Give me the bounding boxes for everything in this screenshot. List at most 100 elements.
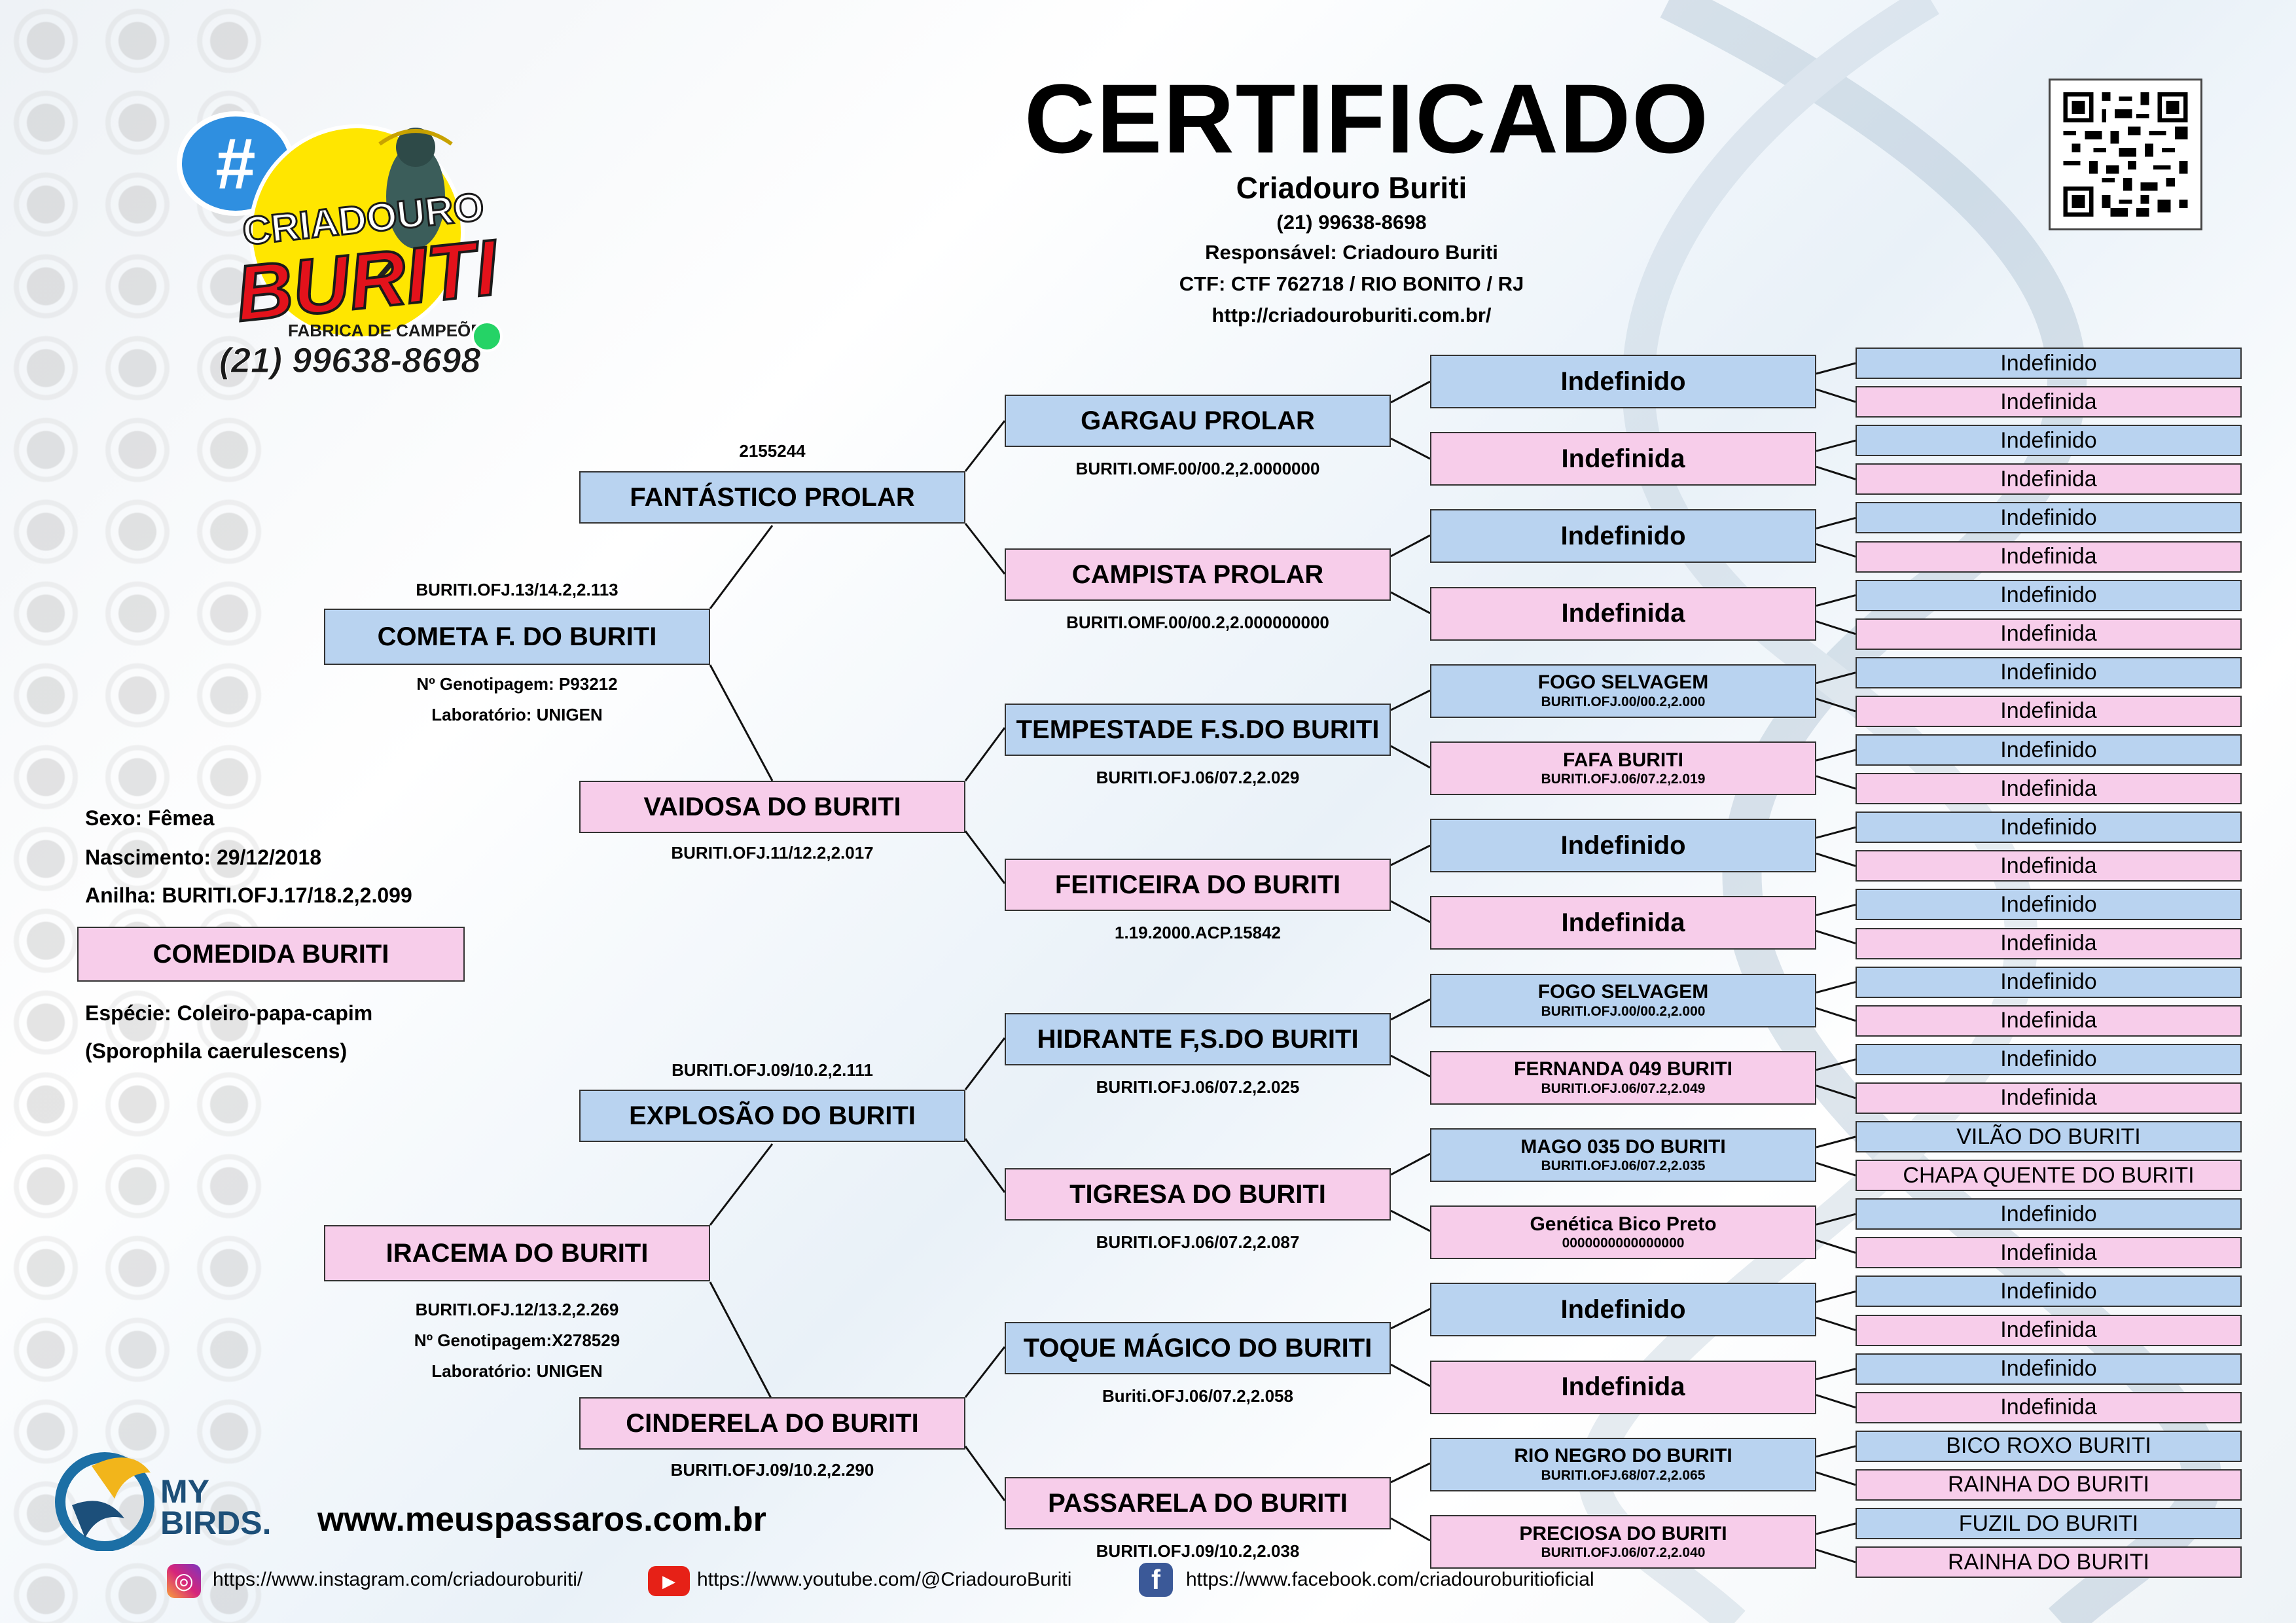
bird-species: Espécie: Coleiro-papa-capim <box>85 1001 373 1025</box>
gen3-ring-5: BURITI.OFJ.06/07.2,2.025 <box>1096 1077 1300 1097</box>
maternal-grandfather-ring: BURITI.OFJ.09/10.2,2.111 <box>672 1060 873 1080</box>
gen5-box-10: Indefinida <box>1856 695 2242 727</box>
gen4-name-2: Indefinida <box>1561 444 1685 473</box>
connector-line <box>1816 1394 1856 1409</box>
gen4-box-7: Indefinido <box>1430 819 1816 873</box>
gen3-ring-1: BURITI.OMF.00/00.2,2.0000000 <box>1075 459 1320 478</box>
connector-line <box>1816 594 1856 607</box>
gen4-ring-16: BURITI.OFJ.06/07.2,2.040 <box>1541 1545 1706 1561</box>
gen3-ring-4: 1.19.2000.ACP.15842 <box>1115 923 1281 942</box>
gen4-name-10: FERNANDA 049 BURITI <box>1514 1058 1732 1080</box>
gen4-name-14: Indefinida <box>1561 1372 1685 1402</box>
breeder-responsible: Responsável: Criadouro Buriti <box>1205 241 1498 264</box>
gen3-box-5: HIDRANTE F,S.DO BURITI <box>1005 1013 1391 1065</box>
connector-line <box>1816 981 1856 994</box>
youtube-link[interactable]: https://www.youtube.com/@CriadouroBuriti <box>697 1569 1072 1590</box>
gen4-ring-5: BURITI.OFJ.00/00.2,2.000 <box>1541 694 1706 709</box>
gen4-box-1: Indefinido <box>1430 355 1816 408</box>
gen5-box-11: Indefinido <box>1856 734 2242 766</box>
gen4-name-6: FAFA BURITI <box>1563 749 1683 771</box>
gen3-box-3: TEMPESTADE F.S.DO BURITI <box>1005 704 1391 756</box>
instagram-link[interactable]: https://www.instagram.com/criadouroburit… <box>213 1569 583 1590</box>
breeder-url[interactable]: http://criadouroburiti.com.br/ <box>1211 304 1492 327</box>
connector-line <box>1816 362 1856 375</box>
gen4-box-8: Indefinida <box>1430 896 1816 950</box>
gen5-box-31: FUZIL DO BURITI <box>1856 1508 2242 1539</box>
subject-bird-box: COMEDIDA BURITI <box>77 927 465 982</box>
paternal-grandmother-box: VAIDOSA DO BURITI <box>579 781 965 833</box>
gen4-box-3: Indefinido <box>1430 509 1816 563</box>
father-box: COMETA F. DO BURITI <box>324 609 710 665</box>
gen5-box-17: Indefinido <box>1856 966 2242 998</box>
gen5-box-26: Indefinida <box>1856 1314 2242 1346</box>
logo-tagline: FABRICA DE CAMPEÕES <box>288 321 493 340</box>
gen5-box-27: Indefinido <box>1856 1353 2242 1385</box>
gen5-box-1: Indefinido <box>1856 348 2242 379</box>
gen5-box-28: Indefinida <box>1856 1391 2242 1423</box>
gen5-box-7: Indefinido <box>1856 579 2242 611</box>
certificate-title: CERTIFICADO <box>1024 63 1710 173</box>
mother-lab: Laboratório: UNIGEN <box>431 1361 603 1381</box>
youtube-icon[interactable]: ▶ <box>648 1566 690 1596</box>
breeder-logo: # CRIADOURO BURITI FABRICA DE CAMPEÕES (… <box>164 98 530 399</box>
maternal-grandmother-box: CINDERELA DO BURITI <box>579 1397 965 1450</box>
mother-box: IRACEMA DO BURITI <box>324 1225 710 1281</box>
connector-line <box>1816 1316 1856 1331</box>
connector-line <box>1816 516 1856 529</box>
connector-line <box>1816 388 1856 403</box>
gen5-box-24: Indefinida <box>1856 1237 2242 1269</box>
gen5-box-6: Indefinida <box>1856 541 2242 573</box>
bird-ring: Anilha: BURITI.OFJ.17/18.2,2.099 <box>85 883 412 907</box>
facebook-icon[interactable]: f <box>1139 1563 1173 1597</box>
father-genotyping: Nº Genotipagem: P93212 <box>416 674 618 694</box>
gen5-box-29: BICO ROXO BURITI <box>1856 1430 2242 1462</box>
facebook-link[interactable]: https://www.facebook.com/criadouroburiti… <box>1186 1569 1594 1590</box>
connector-line <box>1816 1213 1856 1226</box>
gen5-box-23: Indefinido <box>1856 1198 2242 1230</box>
gen3-ring-7: Buriti.OFJ.06/07.2,2.058 <box>1102 1386 1293 1406</box>
gen4-name-11: MAGO 035 DO BURITI <box>1520 1135 1726 1158</box>
mybirds-site-link[interactable]: www.meuspassaros.com.br <box>317 1501 766 1539</box>
breeder-name: Criadouro Buriti <box>1236 171 1467 205</box>
gen4-name-1: Indefinido <box>1560 366 1686 396</box>
connector-line <box>1816 1058 1856 1071</box>
gen4-name-12: Genética Bico Preto <box>1530 1213 1717 1235</box>
qr-code[interactable] <box>2049 79 2202 230</box>
bird-birth-date: Nascimento: 29/12/2018 <box>85 846 322 869</box>
paternal-grandfather-ring: 2155244 <box>739 441 806 461</box>
connector-line <box>1816 1084 1856 1099</box>
maternal-grandfather-box: EXPLOSÃO DO BURITI <box>579 1090 965 1142</box>
gen5-box-5: Indefinido <box>1856 502 2242 534</box>
connector-line <box>1816 543 1856 558</box>
gen3-box-2: CAMPISTA PROLAR <box>1005 548 1391 601</box>
gen3-box-7: TOQUE MÁGICO DO BURITI <box>1005 1322 1391 1374</box>
gen4-name-15: RIO NEGRO DO BURITI <box>1514 1445 1732 1467</box>
connector-line <box>1816 1162 1856 1177</box>
gen4-ring-15: BURITI.OFJ.68/07.2,2.065 <box>1541 1467 1706 1483</box>
breeder-ctf: CTF: CTF 762718 / RIO BONITO / RJ <box>1179 272 1524 295</box>
instagram-icon[interactable]: ◎ <box>167 1564 201 1598</box>
paternal-grandfather-box: FANTÁSTICO PROLAR <box>579 471 965 524</box>
father-lab: Laboratório: UNIGEN <box>431 705 603 724</box>
connector-line <box>1816 439 1856 452</box>
gen3-ring-3: BURITI.OFJ.06/07.2,2.029 <box>1096 768 1300 787</box>
connector-line <box>1816 1290 1856 1303</box>
paternal-grandmother-ring: BURITI.OFJ.11/12.2,2.017 <box>671 843 874 863</box>
connector-line <box>1816 1007 1856 1022</box>
gen4-name-3: Indefinido <box>1560 521 1686 550</box>
connector-line <box>1816 903 1856 916</box>
mother-genotyping: Nº Genotipagem:X278529 <box>414 1330 620 1350</box>
gen4-name-5: FOGO SELVAGEM <box>1537 671 1709 694</box>
gen4-ring-6: BURITI.OFJ.06/07.2,2.019 <box>1541 772 1706 787</box>
mother-ring: BURITI.OFJ.12/13.2,2.269 <box>415 1300 619 1319</box>
whatsapp-icon <box>471 321 503 352</box>
gen5-box-16: Indefinida <box>1856 927 2242 959</box>
gen4-name-13: Indefinido <box>1560 1294 1686 1324</box>
connector-line <box>1816 1548 1856 1563</box>
gen3-ring-6: BURITI.OFJ.06/07.2,2.087 <box>1096 1232 1300 1252</box>
gen4-box-13: Indefinido <box>1430 1283 1816 1337</box>
